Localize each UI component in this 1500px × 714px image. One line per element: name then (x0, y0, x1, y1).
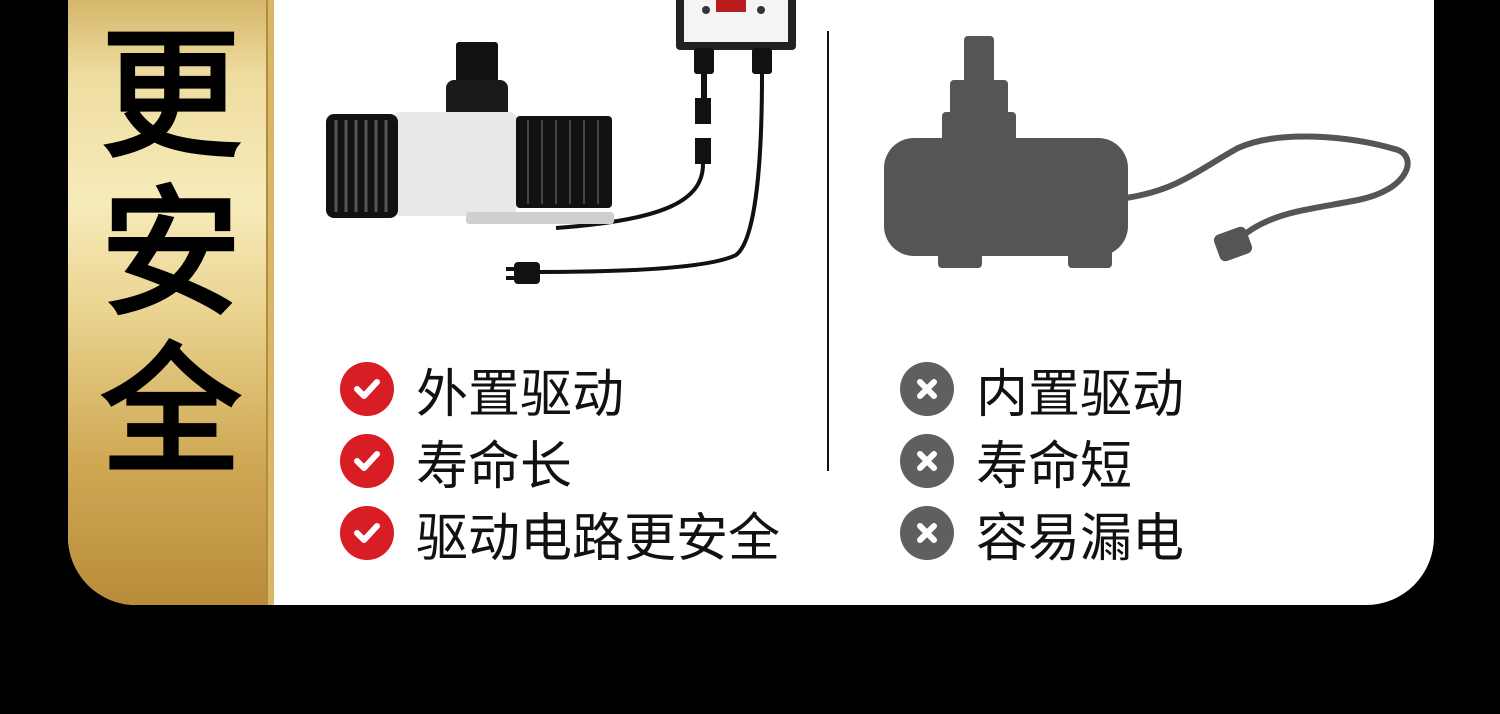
list-item: 内置驱动 (900, 353, 1184, 425)
x-icon (900, 434, 954, 488)
x-icon (900, 506, 954, 560)
list-item: 容易漏电 (900, 497, 1184, 569)
title-panel: 更 安 全 (68, 0, 274, 605)
divider-line (827, 31, 829, 471)
title-char: 更 (100, 15, 241, 178)
comparison-card: 更 安 全 (68, 0, 1434, 605)
list-item: 寿命短 (900, 425, 1184, 497)
drawback-text: 寿命短 (976, 436, 1133, 497)
internal-driver-pump-image (884, 36, 1411, 268)
check-icon (340, 434, 394, 488)
list-item: 外置驱动 (340, 353, 780, 425)
benefit-text: 外置驱动 (416, 364, 625, 425)
list-item: 寿命长 (340, 425, 780, 497)
external-driver-pump-image (326, 0, 796, 284)
title-char: 全 (100, 331, 241, 494)
check-icon (340, 506, 394, 560)
external-driver-benefits: 外置驱动 寿命长 驱动电路更安全 (340, 353, 780, 569)
drawback-text: 内置驱动 (976, 364, 1185, 425)
list-item: 驱动电路更安全 (340, 497, 780, 569)
drawback-text: 容易漏电 (976, 508, 1185, 569)
benefit-text: 寿命长 (416, 436, 573, 497)
vertical-title: 更 安 全 (68, 18, 274, 578)
title-char: 安 (100, 173, 241, 336)
x-icon (900, 362, 954, 416)
benefit-text: 驱动电路更安全 (416, 508, 781, 569)
internal-driver-drawbacks: 内置驱动 寿命短 容易漏电 (900, 353, 1184, 569)
check-icon (340, 362, 394, 416)
